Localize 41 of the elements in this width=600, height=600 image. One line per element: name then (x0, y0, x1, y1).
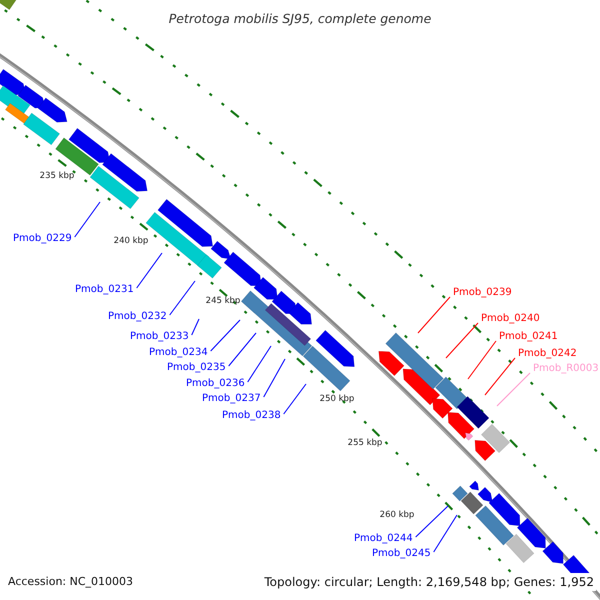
gene-label: Pmob_0235 (167, 362, 226, 374)
leader-line (496, 372, 530, 406)
gene-label: Pmob_0241 (499, 331, 558, 343)
gene-label: Pmob_0237 (202, 393, 261, 405)
leader-line (74, 202, 100, 238)
gene-label: Pmob_0238 (222, 410, 281, 422)
leader-line (446, 322, 478, 358)
gene-label: Pmob_0245 (372, 548, 431, 560)
tick-label: 245 kbp (204, 296, 242, 306)
gene-label: Pmob_0232 (108, 311, 167, 323)
leader-line (169, 280, 196, 316)
leader-line (228, 332, 256, 366)
gene-label: Pmob_R0003 (533, 363, 599, 375)
gene-label: Pmob_0244 (354, 533, 413, 545)
accession-text: Accession: NC_010003 (8, 574, 134, 590)
tick-label: 255 kbp (346, 438, 384, 448)
leader-line (468, 340, 496, 380)
gene-label: Pmob_0229 (13, 233, 72, 245)
leader-line (210, 320, 240, 352)
leader-line (136, 252, 162, 288)
gene-label: Pmob_0233 (130, 331, 189, 343)
map-title: Petrotoga mobilis SJ95, complete genome (168, 10, 432, 28)
gene-label: Pmob_0236 (186, 378, 245, 390)
tick-label: 260 kbp (378, 510, 416, 520)
leader-line (415, 506, 448, 538)
leader-line (263, 358, 286, 398)
tick-label: 235 kbp (38, 171, 76, 181)
leader-line (433, 514, 458, 552)
leader-line (247, 346, 272, 382)
gene-label: Pmob_0242 (518, 348, 577, 360)
gene-label: Pmob_0239 (453, 287, 512, 299)
leader-line (191, 318, 200, 336)
genome-summary-text: Topology: circular; Length: 2,169,548 bp; Genes: 1,952 (262, 573, 596, 591)
leader-line (484, 358, 516, 396)
tick-label: 250 kbp (318, 394, 356, 404)
tick-label: 240 kbp (112, 236, 150, 246)
leader-line (418, 296, 450, 334)
gene-label: Pmob_0231 (75, 284, 134, 296)
leader-line (283, 384, 306, 414)
gene-label: Pmob_0240 (481, 313, 540, 325)
gene-label: Pmob_0234 (149, 347, 208, 359)
